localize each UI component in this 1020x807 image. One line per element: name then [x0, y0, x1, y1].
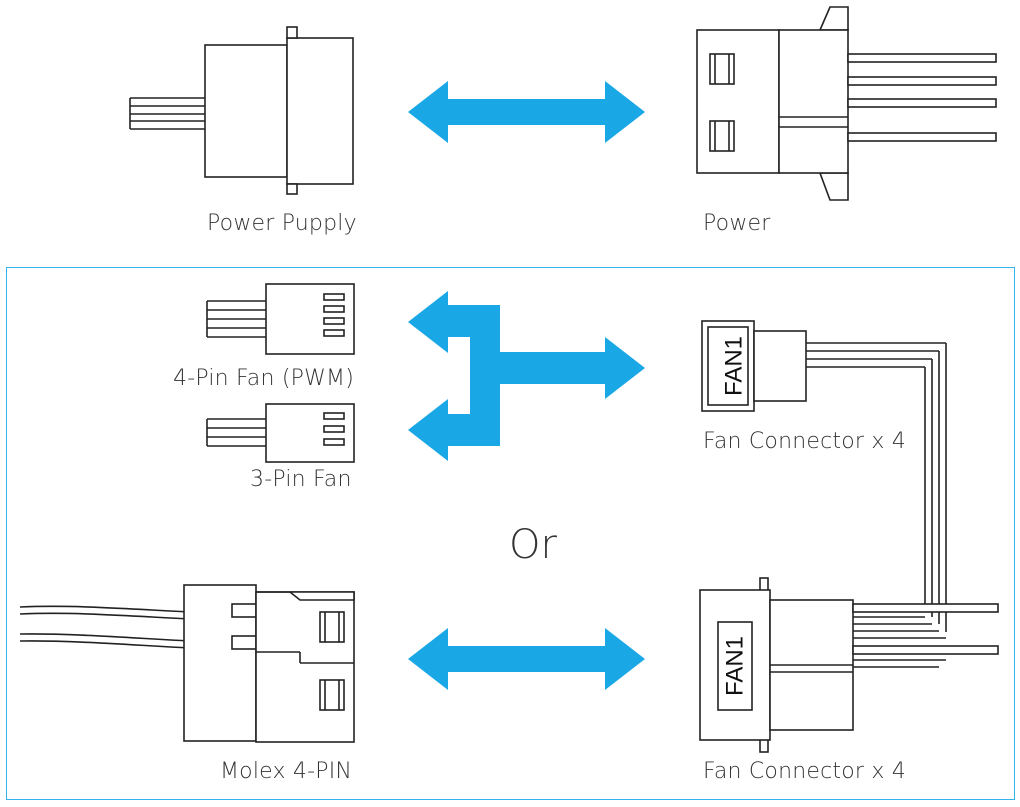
label-fan-connector-top: Fan Connector x 4 — [703, 429, 906, 454]
fan-connector-top-icon: FAN1 — [701, 320, 947, 632]
label-fan-3pin: 3-Pin Fan — [250, 467, 352, 492]
fan1-label-bottom: FAN1 — [721, 636, 748, 696]
label-molex: Molex 4-PIN — [220, 759, 353, 784]
label-fan-connector-bottom: Fan Connector x 4 — [703, 759, 906, 784]
fan1-label-top: FAN1 — [720, 336, 747, 396]
fan-4pin-plug-icon — [206, 283, 355, 355]
branch-arrow-icon — [408, 291, 645, 461]
fan-3pin-plug-icon — [206, 403, 355, 463]
power-connector-icon — [696, 6, 997, 201]
double-arrow-bottom-icon — [408, 628, 645, 690]
label-power-supply: Power Pupply — [207, 211, 357, 236]
label-power: Power — [703, 211, 771, 236]
fan-connector-bottom-icon: FAN1 — [699, 577, 999, 753]
power-supply-connector-icon — [129, 26, 354, 195]
double-arrow-icon — [408, 81, 645, 143]
label-fan-4pin: 4-Pin Fan (PWM) — [173, 366, 354, 391]
label-or: Or — [509, 522, 557, 568]
fan-section-frame — [6, 267, 1015, 800]
molex-connector-icon — [19, 584, 355, 743]
